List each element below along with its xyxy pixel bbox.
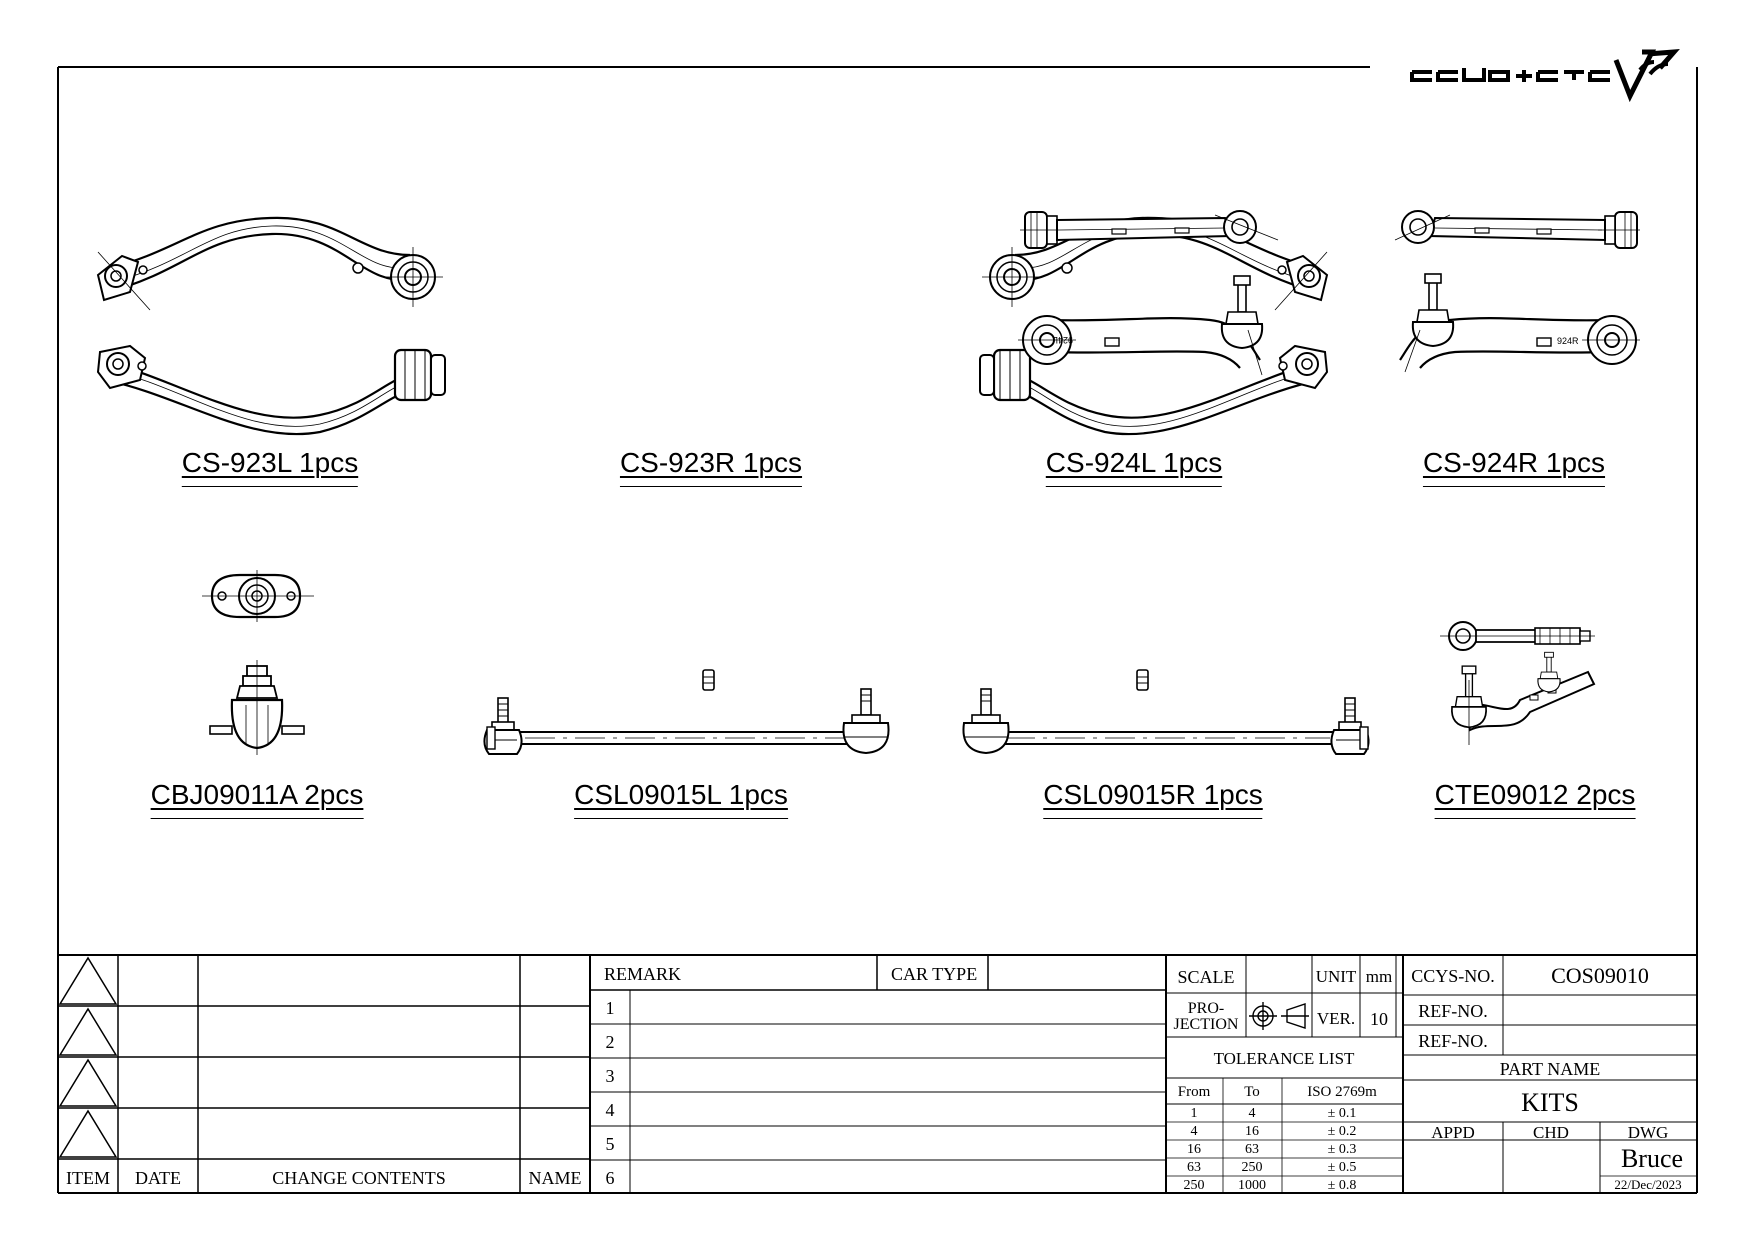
remark-row-number: 3 — [605, 1066, 615, 1086]
tolerance-title: TOLERANCE LIST — [1213, 1049, 1355, 1068]
rev-header-change: CHANGE CONTENTS — [272, 1168, 446, 1188]
cs-923r-drawing — [979, 216, 1329, 436]
projection-label-line1: PRO- — [1187, 1000, 1225, 1017]
ver-value: 10 — [1370, 1009, 1388, 1029]
remark-row-number: 2 — [605, 1032, 615, 1052]
cs-924r-drawing: 924R — [1394, 210, 1640, 373]
part-label-csl09015r: CSL09015R 1pcs — [1043, 779, 1264, 819]
part-label-cs-923l: CS-923L 1pcs — [181, 447, 359, 487]
rev-header-item: ITEM — [66, 1168, 110, 1188]
cs-924l-stamp: 924L — [1053, 335, 1073, 345]
part-label-cs-923r: CS-923R 1pcs — [619, 447, 803, 487]
tolerance-from: 16 — [1187, 1142, 1201, 1157]
tolerance-to: 16 — [1245, 1124, 1259, 1139]
tolerance-from: 1 — [1190, 1106, 1198, 1121]
drawing-date: 22/Dec/2023 — [1614, 1177, 1682, 1192]
tolerance-to: 250 — [1241, 1160, 1263, 1175]
remark-label: REMARK — [604, 964, 682, 984]
tolerance-to: 63 — [1245, 1142, 1259, 1157]
part-label-cs-924l: CS-924L 1pcs — [1045, 447, 1223, 487]
part-label-csl09015l: CSL09015L 1pcs — [574, 779, 788, 819]
tolerance-from: 4 — [1190, 1124, 1198, 1139]
remark-row-number: 6 — [605, 1168, 615, 1188]
cte09012-drawing — [1440, 621, 1596, 745]
tolerance-to: 4 — [1248, 1106, 1256, 1121]
rev-header-name: NAME — [528, 1168, 582, 1188]
brand-logo — [1410, 49, 1680, 103]
unit-value: mm — [1365, 967, 1393, 986]
remark-row-number: 1 — [605, 998, 615, 1018]
remark-row-number: 5 — [605, 1134, 615, 1154]
csl09015r-drawing — [962, 669, 1370, 755]
ver-label: VER. — [1316, 1009, 1356, 1028]
tolerance-value: ± 0.3 — [1327, 1142, 1357, 1157]
tolerance-value: ± 0.2 — [1327, 1124, 1357, 1139]
cbj09011a-drawing — [202, 570, 314, 755]
tolerance-value: ± 0.1 — [1327, 1106, 1357, 1121]
rev-header-date: DATE — [135, 1168, 181, 1188]
cs-923l-drawing — [96, 216, 446, 436]
csl09015l-drawing — [483, 669, 890, 755]
cs-924l-drawing: 924L — [1018, 210, 1279, 376]
appd-label: APPD — [1431, 1123, 1475, 1142]
cs-924r-stamp: 924R — [1557, 336, 1579, 346]
unit-label: UNIT — [1315, 967, 1357, 986]
tolerance-value: ± 0.5 — [1327, 1160, 1357, 1175]
tolerance-from: 63 — [1187, 1160, 1201, 1175]
tolerance-from: 250 — [1183, 1178, 1205, 1193]
ccys-no-value: COS09010 — [1551, 963, 1649, 988]
title-block-lines — [58, 954, 1697, 1193]
tolerance-header-from: From — [1177, 1084, 1211, 1100]
ref-no-label: REF-NO. — [1418, 1001, 1488, 1021]
ccys-no-label: CCYS-NO. — [1411, 966, 1495, 986]
chd-label: CHD — [1533, 1123, 1569, 1142]
car-type-label: CAR TYPE — [891, 964, 978, 984]
tolerance-header-to: To — [1244, 1084, 1260, 1100]
ref-no-label: REF-NO. — [1418, 1031, 1488, 1051]
dwg-label: DWG — [1627, 1123, 1669, 1142]
part-name-value: KITS — [1521, 1088, 1579, 1117]
remark-row-number: 4 — [605, 1100, 615, 1120]
scale-label: SCALE — [1177, 967, 1235, 987]
part-label-cbj09011a: CBJ09011A 2pcs — [150, 779, 364, 819]
part-name-label: PART NAME — [1499, 1059, 1601, 1079]
projection-label-line2: JECTION — [1173, 1016, 1239, 1033]
projection-symbol-icon — [1249, 1002, 1309, 1030]
part-label-cs-924r: CS-924R 1pcs — [1422, 447, 1606, 487]
dwg-value: Bruce — [1620, 1144, 1684, 1173]
part-label-cte09012: CTE09012 2pcs — [1434, 779, 1636, 819]
tolerance-value: ± 0.8 — [1327, 1178, 1357, 1193]
tolerance-header-std: ISO 2769m — [1307, 1084, 1377, 1100]
tolerance-to: 1000 — [1238, 1178, 1266, 1193]
